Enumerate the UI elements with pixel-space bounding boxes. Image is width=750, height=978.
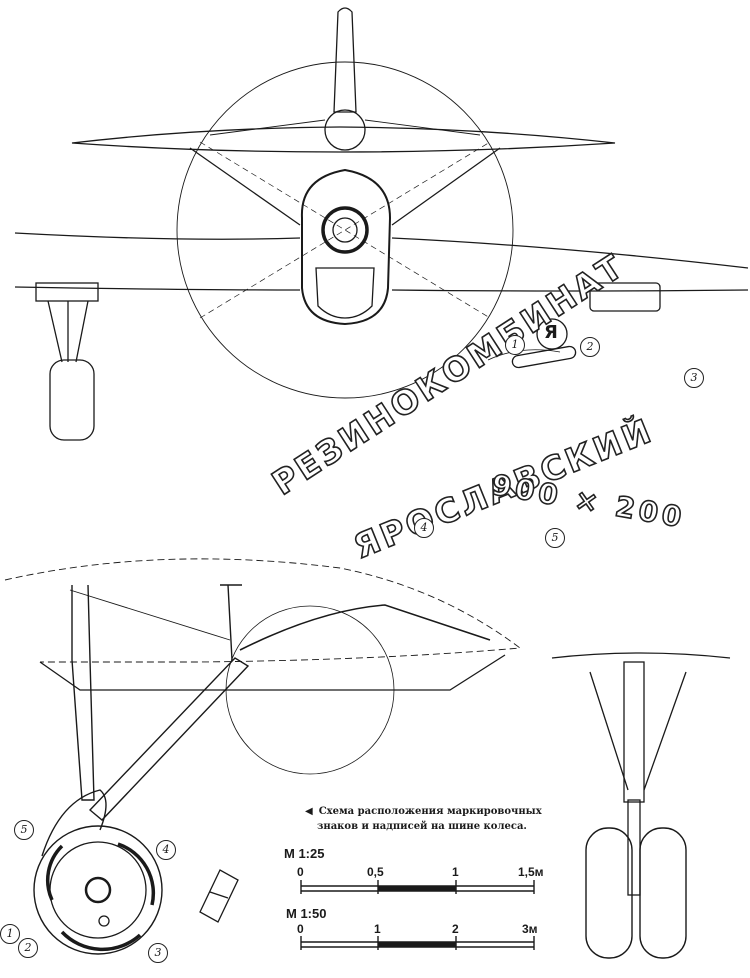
callout-5-wheel: 5 [14,820,34,840]
callout-3-wheel: 3 [148,943,168,963]
scale-2-tick-1: 1 [374,922,381,936]
scale-bar-2-lines [300,936,535,950]
callout-3-marking: 3 [684,368,704,388]
scale-2-tick-2: 2 [452,922,459,936]
left-tire [585,827,633,959]
propeller-disc [176,61,514,399]
gear-leg-lower [627,799,641,896]
tire-logo-letter: Я [544,322,558,343]
strut [391,147,501,226]
scale-2-tick-3: 3м [522,922,538,936]
vertical-fin [333,7,357,113]
right-gear-fairing [589,282,661,312]
scale-1-tick-0: 0 [297,865,304,879]
caption-line-1: ◀Схема расположения маркировочных [305,806,542,817]
strut [364,119,481,136]
scale-1-tick-3: 1,5м [518,865,544,879]
callout-4-marking: 4 [414,518,434,538]
tire-marking-arc [60,930,142,952]
propeller-blade-line [199,141,491,319]
side-brace [589,671,629,791]
gear-leg-upper [623,661,645,803]
caption-line-2: знаков и надписей на шине колеса. [317,821,527,832]
wheel-valve [98,915,110,927]
wheel-fork [41,789,107,857]
upper-wing [71,126,616,153]
scale-bar-1-lines [300,880,535,894]
cowl-inner [315,267,375,319]
callout-4-wheel: 4 [156,840,176,860]
pointer-left-icon: ◀ [305,806,313,817]
engine-cowl [300,168,392,326]
wheel-tire-inner [49,841,147,939]
left-gear-leg [47,300,89,363]
callout-5-marking: 5 [545,528,565,548]
right-tire [639,827,687,959]
spinner-outer [321,206,369,254]
strut [189,147,301,226]
wing-section [551,652,731,659]
callout-1-wheel: 1 [0,924,20,944]
side-brace [643,671,687,791]
callout-1-marking: 1 [505,335,525,355]
marking-caption: ◀Схема расположения маркировочных знаков… [305,804,555,834]
retraction-arm [239,604,491,651]
tire-marking-arc [117,842,156,906]
main-gear-strut [71,584,95,801]
tire-marking-arc [45,844,64,901]
wheel-hub [84,876,112,904]
spinner-inner [332,217,358,243]
scale-1-tick-2: 1 [452,865,459,879]
scale-2-title: М 1:50 [286,906,327,921]
lower-wing [14,232,749,269]
fuselage-outline [4,558,522,663]
strut [209,119,326,136]
wheel-tire-outer [33,825,163,955]
detail-sketch [199,869,239,923]
front-view [14,7,749,441]
fin-ring [324,109,366,151]
scale-2-tick-0: 0 [297,922,304,936]
left-wheel [49,359,95,441]
logo-ring [536,318,568,350]
scale-1-title: М 1:25 [284,846,325,861]
brace [69,589,231,641]
gear-front-view [551,652,731,959]
scale-1-tick-1: 0,5 [367,865,384,879]
propeller-blade-line [199,141,491,319]
fuselage-belly [39,654,506,691]
left-gear-fairing [35,282,99,302]
lower-wing-lower-edge [14,286,749,292]
drag-strut [88,657,250,821]
retraction-link [220,584,242,661]
callout-2-marking: 2 [580,337,600,357]
callout-2-wheel: 2 [18,938,38,958]
side-view [4,558,522,955]
marking-stripe [511,345,577,369]
